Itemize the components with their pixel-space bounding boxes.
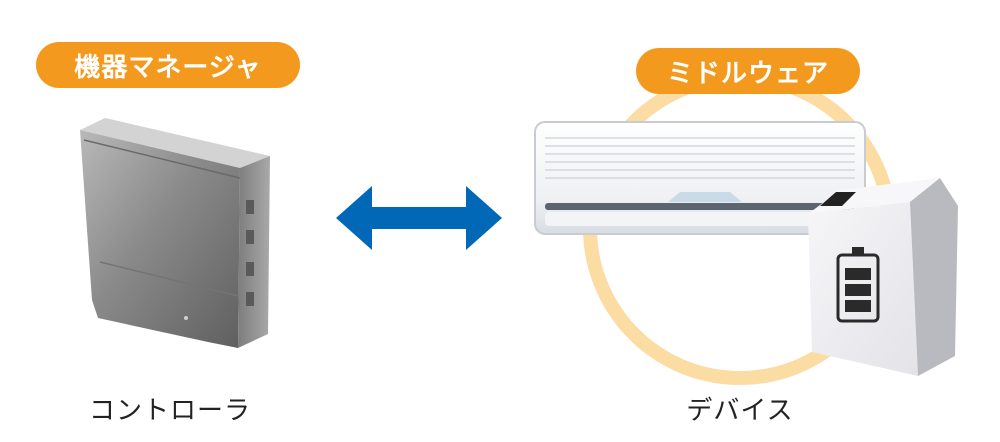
- air-conditioner-illustration: [534, 121, 866, 235]
- device-manager-badge: 機器マネージャ: [36, 42, 300, 88]
- controller-box-illustration: [80, 118, 270, 348]
- battery-box-illustration: [808, 178, 958, 376]
- devices-caption: デバイス: [686, 396, 794, 426]
- bidirectional-arrow-icon: [336, 186, 502, 250]
- controller-caption: コントローラ: [88, 396, 251, 426]
- middleware-badge: ミドルウェア: [636, 48, 860, 94]
